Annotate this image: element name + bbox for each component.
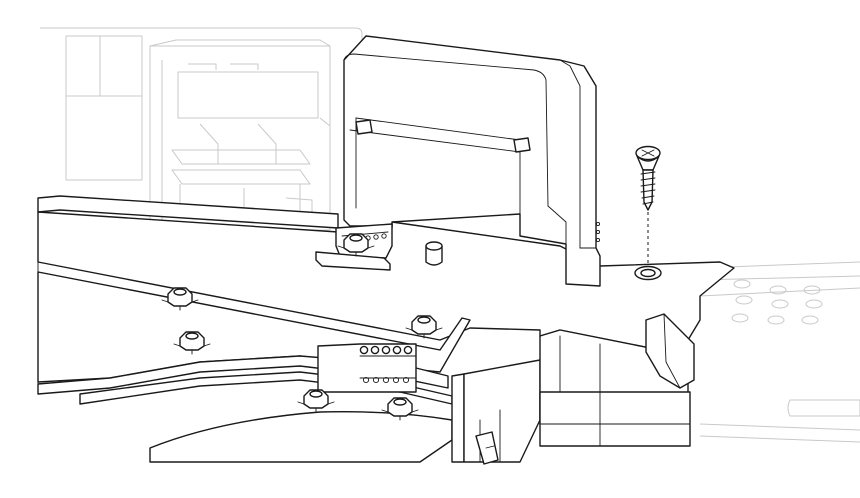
round-boss	[425, 241, 443, 266]
hex-standoff	[161, 287, 199, 311]
hex-standoff	[337, 233, 375, 257]
background-rail	[699, 261, 860, 443]
hex-standoff	[381, 397, 419, 421]
mounting-screw	[635, 145, 661, 211]
upright-bracket	[315, 35, 601, 287]
rail-holes	[731, 279, 823, 325]
ventilation-holes	[359, 345, 413, 384]
base-panel	[37, 195, 735, 465]
hex-standoff	[173, 331, 211, 355]
hex-standoffs	[161, 233, 443, 421]
screw-hole-washer	[634, 265, 662, 281]
hex-standoff	[297, 389, 335, 413]
hex-standoff	[405, 315, 443, 339]
ghost-housing	[40, 27, 363, 231]
